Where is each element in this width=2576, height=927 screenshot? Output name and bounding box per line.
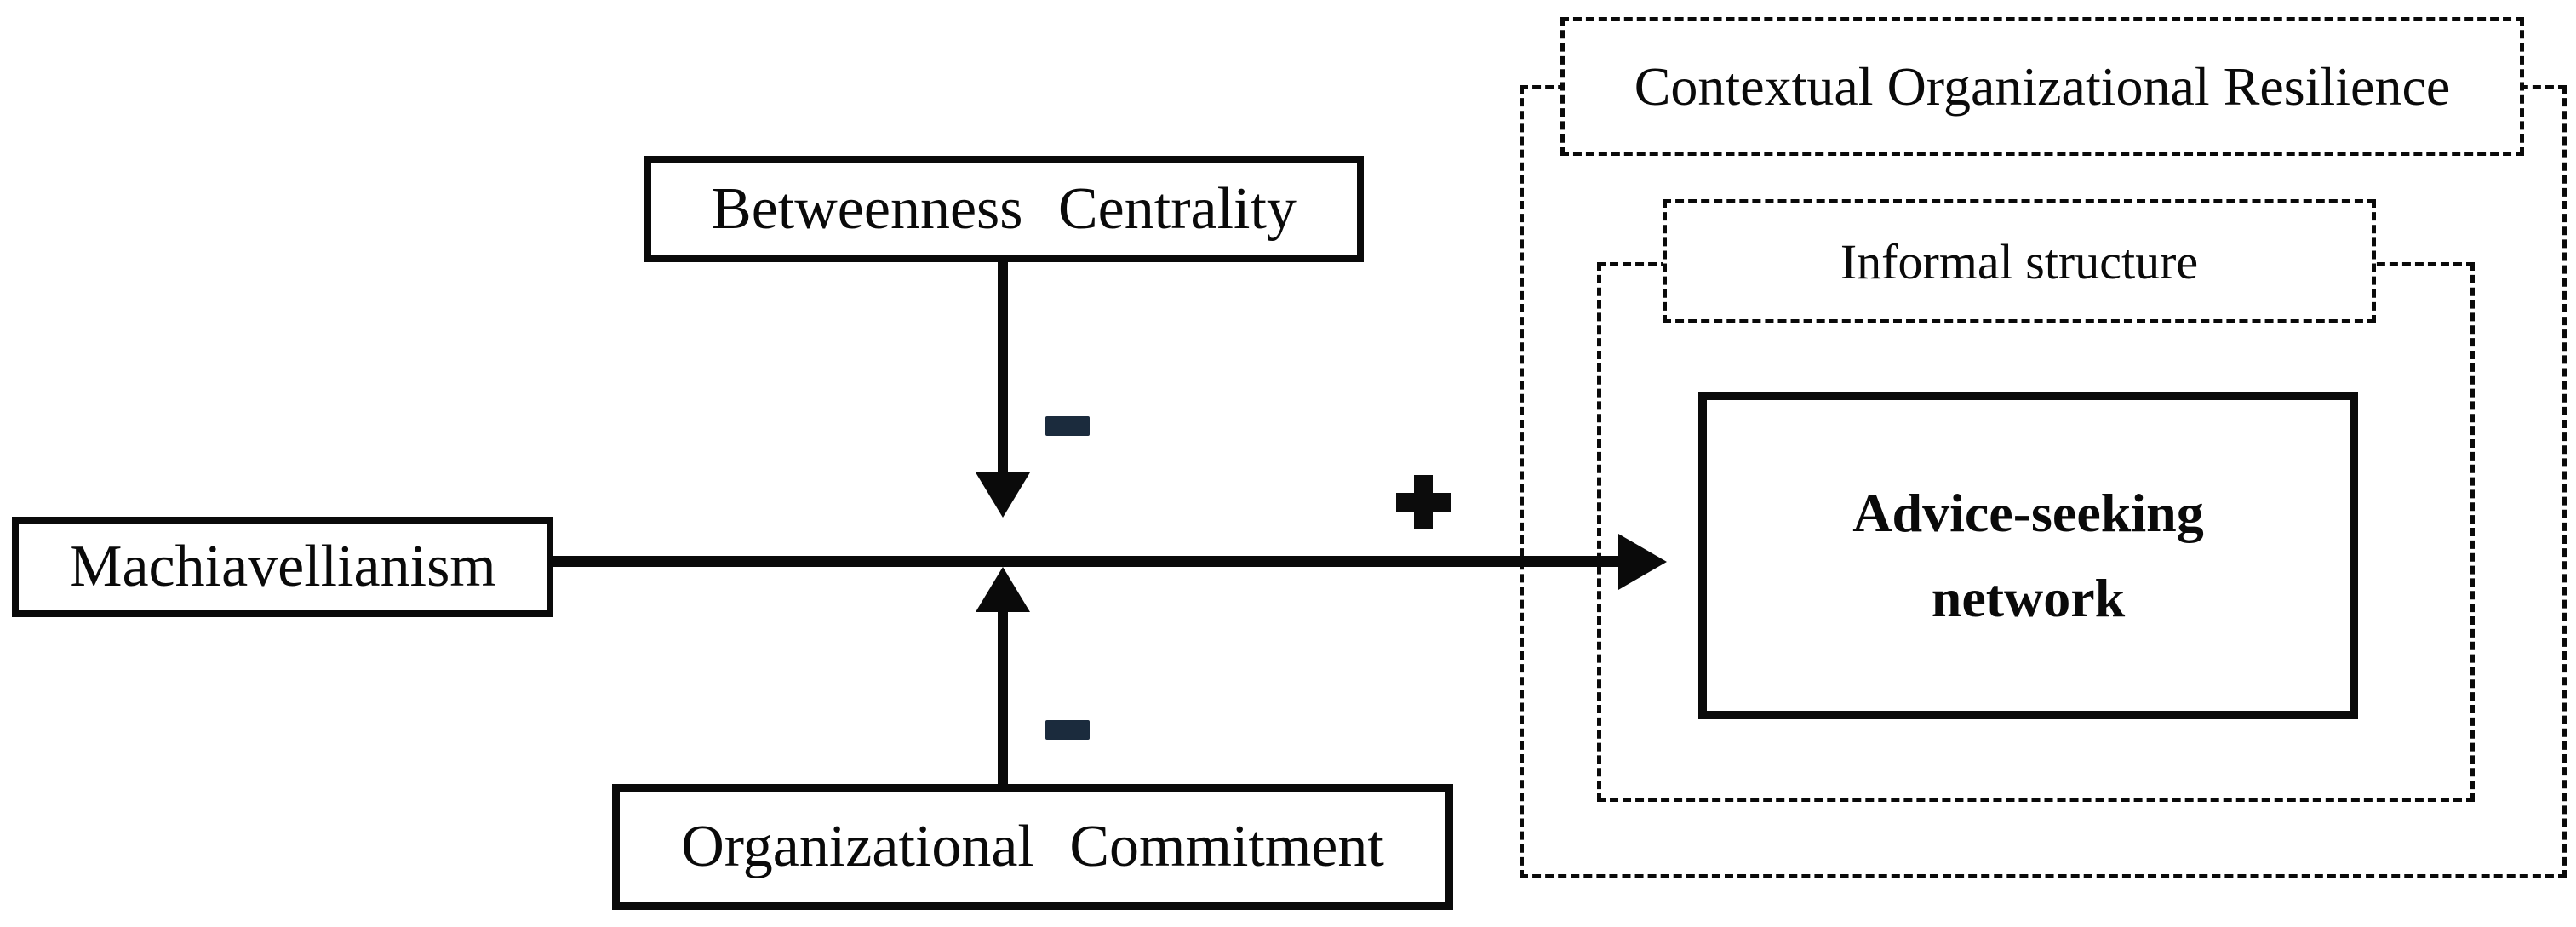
contextual-organizational-resilience-label: Contextual Organizational Resilience	[1634, 55, 2451, 117]
organizational-commitment-label: Organizational Commitment	[681, 814, 1384, 880]
informal-structure-label: Informal structure	[1840, 233, 2199, 289]
minus-sign-top-icon	[1045, 416, 1090, 436]
advice-seeking-network-box: Advice-seeking network	[1698, 392, 2358, 719]
machiavellianism-label: Machiavellianism	[69, 534, 496, 600]
commitment-moderation-arrowhead-icon	[976, 567, 1030, 612]
betweenness-centrality-label: Betweenness Centrality	[712, 175, 1297, 242]
minus-sign-bottom-icon	[1045, 720, 1090, 740]
betweenness-centrality-box: Betweenness Centrality	[644, 156, 1364, 262]
plus-vertical-bar	[1414, 475, 1433, 529]
organizational-commitment-box: Organizational Commitment	[612, 784, 1453, 910]
plus-sign-icon	[1396, 475, 1451, 529]
contextual-organizational-resilience-label-box: Contextual Organizational Resilience	[1560, 17, 2524, 156]
main-effect-arrow-stem	[552, 556, 1623, 567]
betweenness-moderation-arrowhead-icon	[976, 472, 1030, 518]
commitment-moderation-arrow-stem	[998, 608, 1008, 785]
betweenness-moderation-arrow-stem	[998, 260, 1008, 474]
advice-seeking-network-label-line1: Advice-seeking	[1852, 483, 2204, 544]
main-effect-arrowhead-icon	[1618, 534, 1667, 590]
advice-seeking-network-label-line2: network	[1931, 567, 2126, 628]
informal-structure-label-box: Informal structure	[1663, 199, 2376, 323]
machiavellianism-box: Machiavellianism	[12, 517, 553, 617]
